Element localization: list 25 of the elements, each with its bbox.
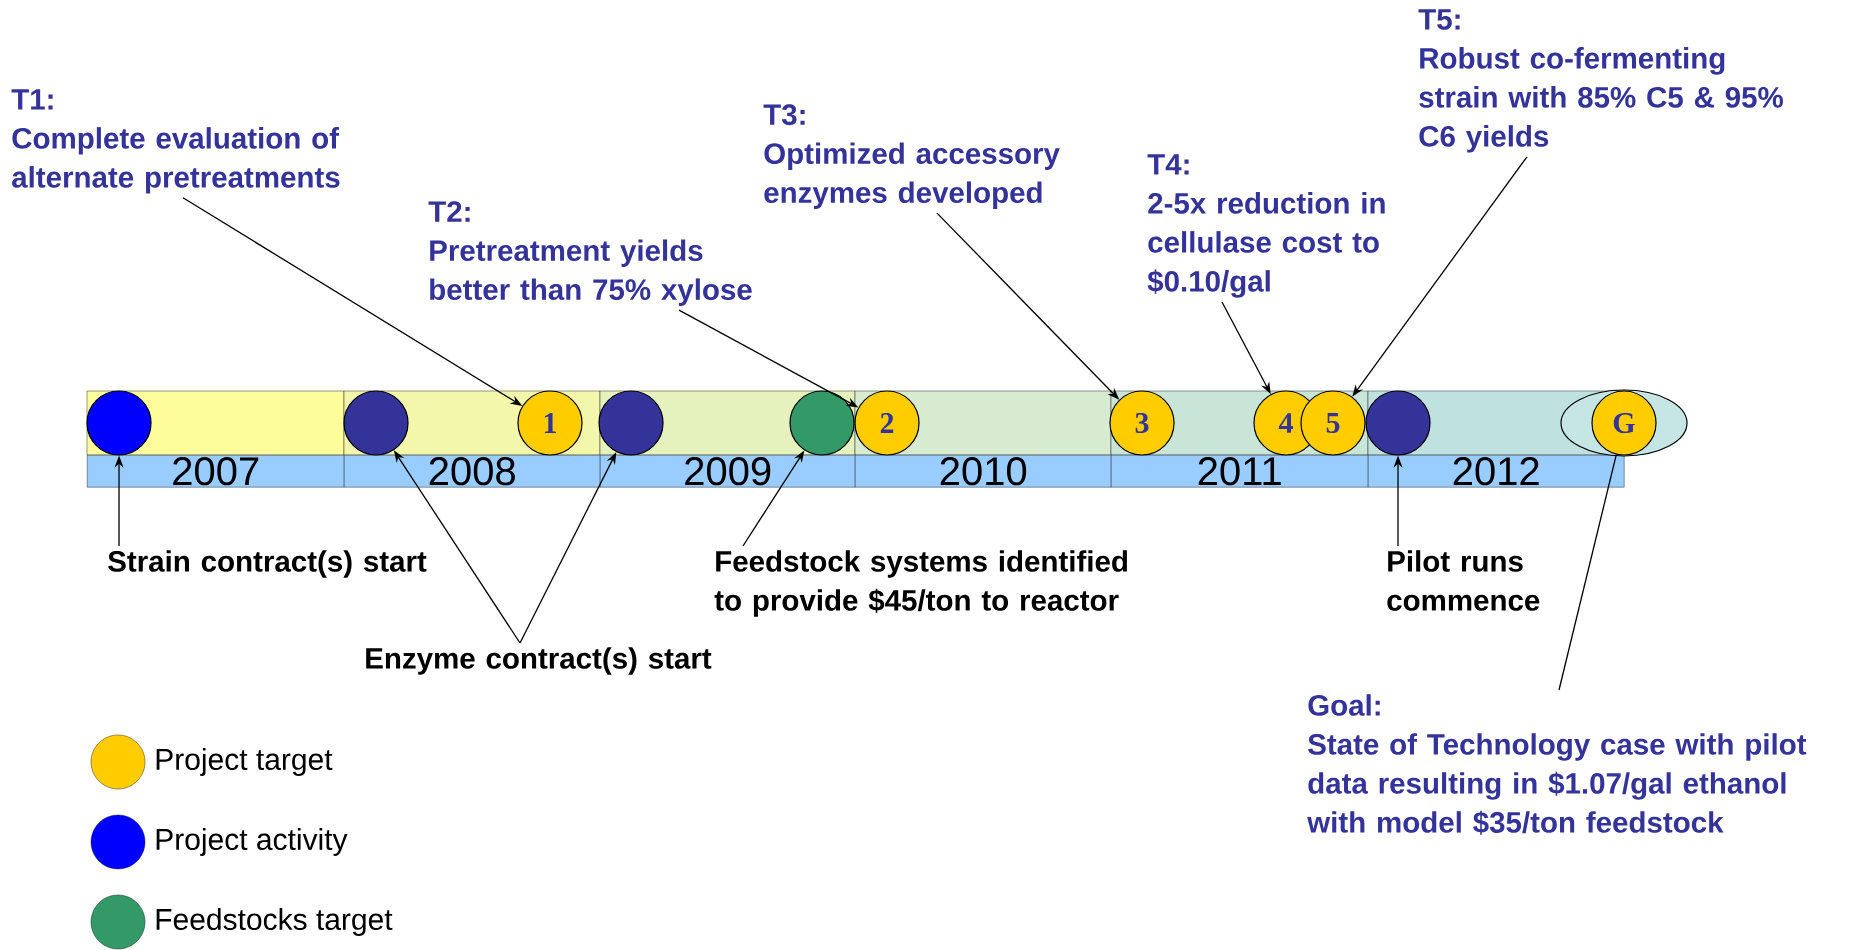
year-cell: 2008 [344,455,601,488]
milestone-label: T3: Optimized accessory enzymes developed [763,104,1060,209]
year-cell: 2007 [87,455,345,488]
legend-label: Project activity [156,828,348,856]
year-cell: 2012 [1368,455,1625,488]
milestone-label: Strain contract(s) start [108,550,427,578]
milestone-label: T1: Complete evaluation of alternate pretreatments [11,89,340,194]
milestone-circle [598,390,664,456]
milestone-label: Feedstock systems identified to provide $45/ton to reactor [714,550,1127,617]
milestone-label: Goal: State of Technology case with pilot data resulting in $1.07/gal ethanol with model $35/ton feedstock [1307,694,1807,835]
year-cell: 2009 [600,455,856,488]
milestone-circle [1365,390,1431,456]
year-cell: 2010 [855,455,1112,488]
milestone-label: T2: Pretreatment yields better than 75% xylose [428,201,752,306]
leader-line [1558,454,1617,691]
milestone-label: Pilot runs commence [1387,550,1540,611]
milestone-label: T5: Robust co-fermenting strain with 85% C5 & 95% C6 yields [1418,9,1783,153]
legend-label: Project target [156,748,333,776]
legend-label: Feedstocks target [156,908,393,936]
milestone-circle [343,390,409,456]
milestone-circle [86,390,152,456]
milestone-circle [789,390,855,456]
year-cell: 2011 [1111,455,1369,488]
milestone-label: Enzyme contract(s) start [366,647,712,675]
milestone-label: T4: 2-5x reduction in cellulase cost to $0.10/gal [1147,154,1385,298]
